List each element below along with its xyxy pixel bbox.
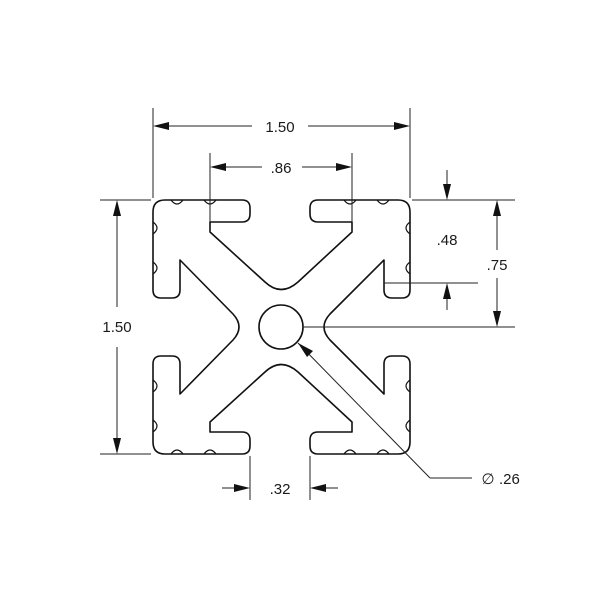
dim-slot-width-bottom: .32 (222, 456, 338, 500)
bottom-mid-right-notch (343, 449, 357, 455)
right-mid-lower-notch (405, 379, 411, 393)
left-upper-notch (152, 221, 158, 235)
left-mid-lower-notch (152, 379, 158, 393)
dim-bore-diameter: ∅ .26 (297, 342, 520, 488)
left-mid-upper-notch (152, 261, 158, 275)
right-lower-notch (405, 419, 411, 433)
right-upper-notch (405, 221, 411, 235)
center-bore (258, 304, 304, 350)
dim-slot-depth: .48 (384, 170, 478, 310)
overall-height-label: 1.50 (102, 319, 131, 336)
bore-diameter-label: .26 (499, 471, 520, 488)
top-right-notch (376, 199, 390, 205)
bottom-right-notch (376, 449, 390, 455)
slot-width-bottom-label: .32 (270, 481, 291, 498)
overall-width-label: 1.50 (265, 119, 294, 136)
bore-diameter-symbol: ∅ (481, 471, 494, 488)
dim-slot-opening: .86 (209, 153, 353, 222)
bottom-left-notch (170, 449, 184, 455)
left-lower-notch (152, 419, 158, 433)
slot-depth-label: .48 (437, 232, 458, 249)
slot-opening-label: .86 (271, 160, 292, 177)
top-mid-right-notch (343, 199, 357, 205)
right-mid-upper-notch (405, 261, 411, 275)
extrusion-profile (152, 199, 411, 455)
top-left-notch (170, 199, 184, 205)
center-offset-label: .75 (487, 257, 508, 274)
dim-overall-width: 1.50 (152, 108, 411, 198)
dim-center-offset: .75 (303, 199, 515, 328)
dim-overall-height: 1.50 (100, 199, 151, 455)
bottom-mid-left-notch (203, 449, 217, 455)
